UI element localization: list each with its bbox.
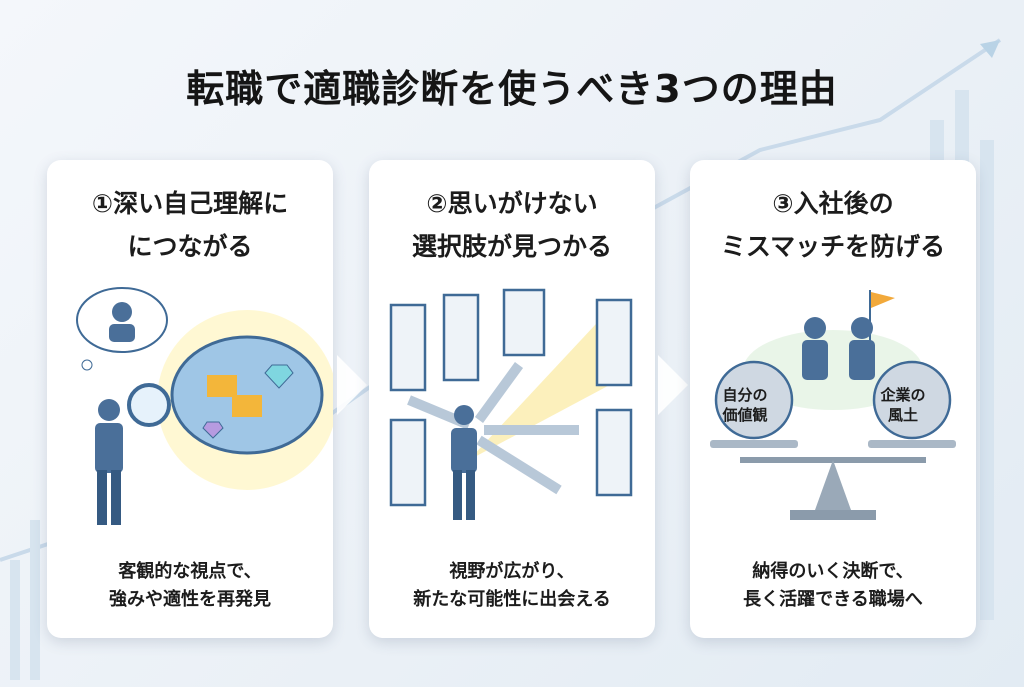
caption-line: 強みや適性を再発見: [109, 589, 271, 610]
title-line: 選択肢が見つかる: [411, 232, 612, 261]
reason-card-prevent-mismatch: ③入社後のミスマッチを防げる 自分の価値観 企業の風土 納得のいく決断で、長く活…: [690, 160, 976, 638]
title-line: ③入社後の: [772, 189, 894, 218]
caption-line: 客観的な視点で、: [118, 561, 262, 582]
caption-line: 長く活躍できる職場へ: [743, 589, 923, 610]
reason-card-self-understanding: ①深い自己理解ににつながる 客観的な視点で、強みや適性を再発見: [47, 160, 333, 638]
card-caption: 客観的な視点で、強みや適性を再発見: [47, 558, 333, 614]
caption-line: 納得のいく決断で、: [752, 561, 914, 582]
label-line: 価値観: [722, 406, 768, 424]
card-title: ②思いがけない選択肢が見つかる: [369, 182, 655, 268]
brain-magnifier-illustration: [76, 287, 333, 525]
title-line: ①深い自己理解に: [91, 189, 289, 218]
title-line: につながる: [127, 232, 253, 261]
title-line: ②思いがけない: [426, 189, 598, 218]
chevron-right-icon: [658, 355, 688, 415]
title-line: ミスマッチを防げる: [720, 232, 946, 261]
weight-label-company-culture: 企業の風土: [868, 385, 938, 425]
card-title: ③入社後のミスマッチを防げる: [690, 182, 976, 268]
card-title: ①深い自己理解ににつながる: [47, 182, 333, 268]
label-line: 企業の: [880, 386, 926, 404]
card-caption: 納得のいく決断で、長く活躍できる職場へ: [690, 558, 976, 614]
label-line: 風土: [887, 406, 918, 424]
reason-card-new-options: ②思いがけない選択肢が見つかる 視野が広がり、新たな可能性に出会える: [369, 160, 655, 638]
label-line: 自分の: [722, 386, 768, 404]
caption-line: 新たな可能性に出会える: [413, 589, 611, 610]
doors-binoculars-illustration: [389, 288, 633, 520]
weight-label-self-values: 自分の価値観: [710, 385, 780, 425]
chevron-right-icon: [337, 355, 367, 415]
balance-scale-handshake-illustration: [710, 290, 956, 520]
page-title: 転職で適職診断を使うべき3つの理由: [186, 67, 838, 111]
caption-line: 視野が広がり、: [449, 561, 575, 582]
card-caption: 視野が広がり、新たな可能性に出会える: [369, 558, 655, 614]
